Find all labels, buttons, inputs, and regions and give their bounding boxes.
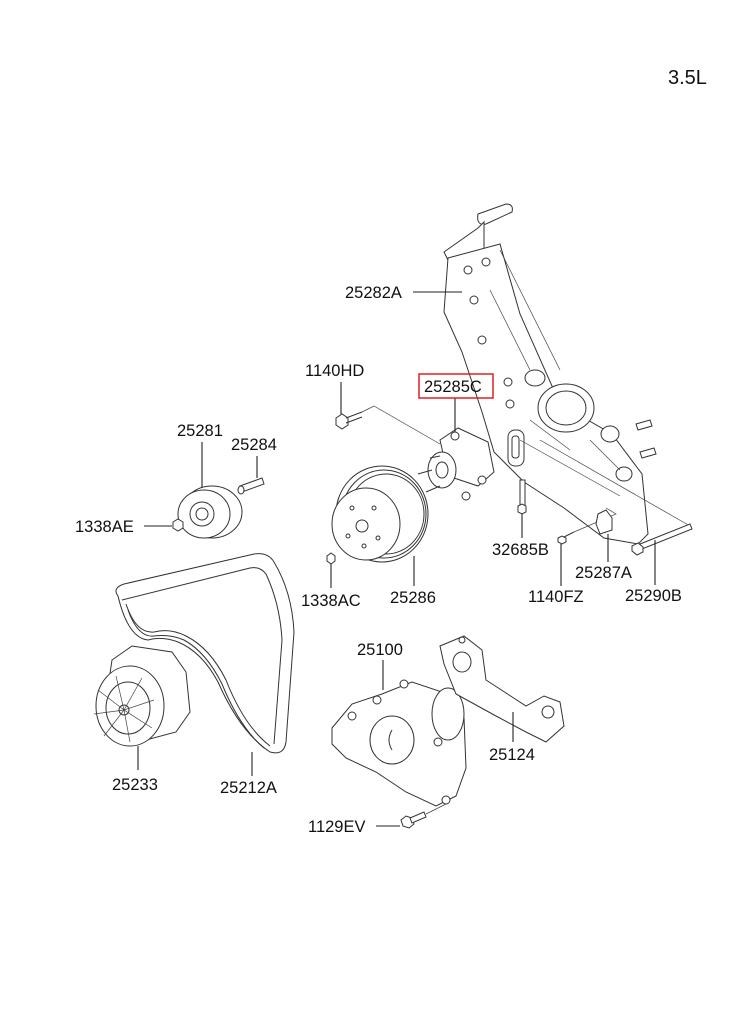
part-label-1338AC[interactable]: 1338AC: [301, 592, 361, 610]
part-label-25286[interactable]: 25286: [390, 589, 436, 607]
part-label-25290B[interactable]: 25290B: [625, 587, 682, 605]
water-pump-drawing[interactable]: [331, 679, 467, 807]
part-label-25285C[interactable]: 25285C: [424, 378, 482, 396]
part-label-32685B[interactable]: 32685B: [492, 541, 549, 559]
bracket-assembly-drawing[interactable]: [443, 203, 657, 545]
part-label-25281[interactable]: 25281: [177, 422, 223, 440]
idler-pin-drawing[interactable]: [237, 477, 265, 495]
bracket-25287A-drawing[interactable]: [595, 509, 613, 535]
part-label-25100[interactable]: 25100: [357, 641, 403, 659]
fan-pulley-drawing[interactable]: [331, 465, 429, 563]
part-label-25284[interactable]: 25284: [231, 436, 277, 454]
bolt-1140HD-drawing[interactable]: [335, 411, 363, 430]
bolt-1129EV-drawing[interactable]: [400, 811, 427, 829]
v-ribbed-belt-drawing[interactable]: [115, 553, 295, 754]
bolt-32685B-drawing[interactable]: [517, 479, 527, 515]
highlight-box: [418, 373, 494, 399]
fan-pulley-hub-drawing[interactable]: [417, 427, 495, 501]
part-label-1129EV[interactable]: 1129EV: [308, 818, 366, 836]
part-label-25282A[interactable]: 25282A: [345, 284, 402, 302]
engine-variant-label: 3.5L: [668, 67, 707, 89]
part-label-25212A[interactable]: 25212A: [220, 779, 277, 797]
part-label-1140HD[interactable]: 1140HD: [305, 362, 364, 380]
gasket-drawing[interactable]: [439, 635, 565, 743]
long-bolt-25290B-drawing[interactable]: [631, 523, 693, 556]
bolt-1140FZ-drawing[interactable]: [557, 531, 575, 545]
part-label-1338AE[interactable]: 1338AE: [75, 518, 134, 536]
fan-clutch-drawing[interactable]: [93, 645, 191, 747]
part-label-25124[interactable]: 25124: [489, 746, 535, 764]
part-label-1140FZ[interactable]: 1140FZ: [528, 588, 584, 606]
idler-pulley-drawing[interactable]: [177, 485, 243, 539]
nut-1338AE-drawing[interactable]: [172, 518, 184, 532]
part-label-25233[interactable]: 25233: [112, 776, 158, 794]
nut-1338AC-drawing[interactable]: [326, 552, 336, 565]
part-label-25287A[interactable]: 25287A: [575, 564, 632, 582]
